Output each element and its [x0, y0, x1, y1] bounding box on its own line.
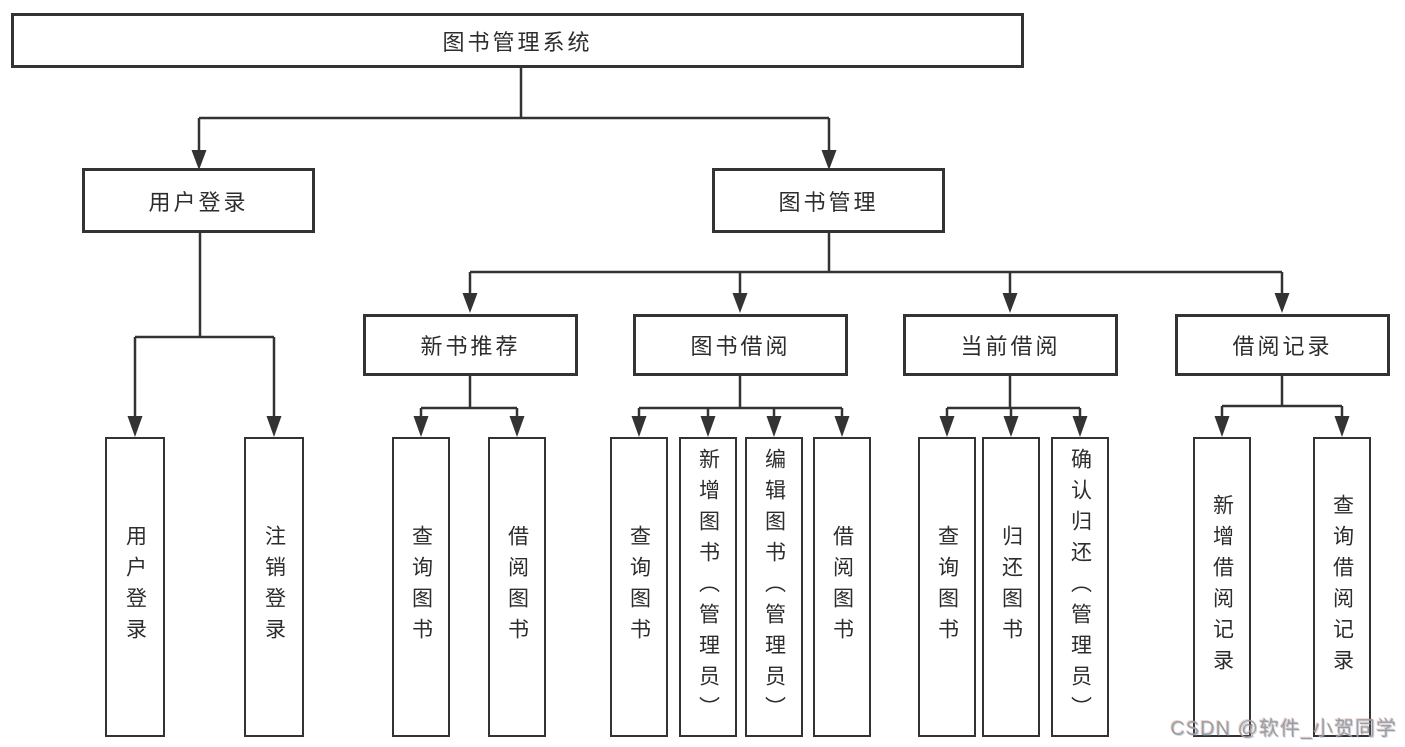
- arrow-icon: [509, 416, 525, 437]
- arrow-icon: [821, 150, 837, 170]
- arrow-icon: [939, 416, 955, 437]
- arrow-icon: [266, 416, 282, 437]
- connector-new-book-split: [419, 376, 519, 417]
- node-book-borrow: 图书借阅: [633, 314, 848, 376]
- arrow-icon: [1214, 416, 1230, 437]
- leaf-query-books-recommend: 查询图书: [392, 437, 450, 737]
- leaf-query-books-current: 查询图书: [918, 437, 976, 737]
- arrow-icon: [1274, 293, 1290, 313]
- arrow-icon: [631, 416, 647, 437]
- node-user-login: 用户登录: [82, 168, 315, 233]
- arrow-icon: [834, 416, 850, 437]
- node-new-book-recommend: 新书推荐: [363, 314, 578, 376]
- connector-book-borrow-split: [637, 376, 844, 417]
- leaf-confirm-return-admin: 确认归还（管理员）: [1051, 437, 1109, 737]
- connector-borrow-records-split: [1220, 376, 1344, 417]
- arrow-icon: [462, 293, 478, 313]
- leaf-return-books: 归还图书: [982, 437, 1040, 737]
- arrow-icon: [766, 416, 782, 437]
- arrow-icon: [1002, 293, 1018, 313]
- arrow-icon: [732, 293, 748, 313]
- node-root-system: 图书管理系统: [11, 13, 1024, 68]
- arrow-icon: [191, 150, 207, 170]
- arrow-icon: [1072, 416, 1088, 437]
- arrow-icon: [1003, 416, 1019, 437]
- node-book-management: 图书管理: [712, 168, 945, 233]
- arrow-icon: [127, 416, 143, 437]
- leaf-borrow-books: 借阅图书: [813, 437, 871, 737]
- node-borrow-records: 借阅记录: [1175, 314, 1390, 376]
- node-current-borrow: 当前借阅: [903, 314, 1118, 376]
- csdn-watermark: CSDN @软件_小贺同学: [1170, 718, 1397, 740]
- connector-user-login-split: [133, 233, 276, 417]
- arrow-icon: [1334, 416, 1350, 437]
- leaf-logout: 注销登录: [244, 437, 304, 737]
- leaf-query-borrow-record: 查询借阅记录: [1313, 437, 1371, 737]
- leaf-query-books-borrow: 查询图书: [610, 437, 668, 737]
- arrow-icon: [413, 416, 429, 437]
- leaf-user-login: 用户登录: [105, 437, 165, 737]
- leaf-borrow-books-recommend: 借阅图书: [488, 437, 546, 737]
- leaf-add-books-admin: 新增图书（管理员）: [679, 437, 737, 737]
- connector-root-split: [197, 68, 831, 151]
- connector-current-borrow-split: [945, 376, 1082, 417]
- leaf-edit-books-admin: 编辑图书（管理员）: [745, 437, 803, 737]
- connector-book-management-split: [468, 233, 1284, 294]
- arrow-icon: [700, 416, 716, 437]
- leaf-add-borrow-record: 新增借阅记录: [1193, 437, 1251, 737]
